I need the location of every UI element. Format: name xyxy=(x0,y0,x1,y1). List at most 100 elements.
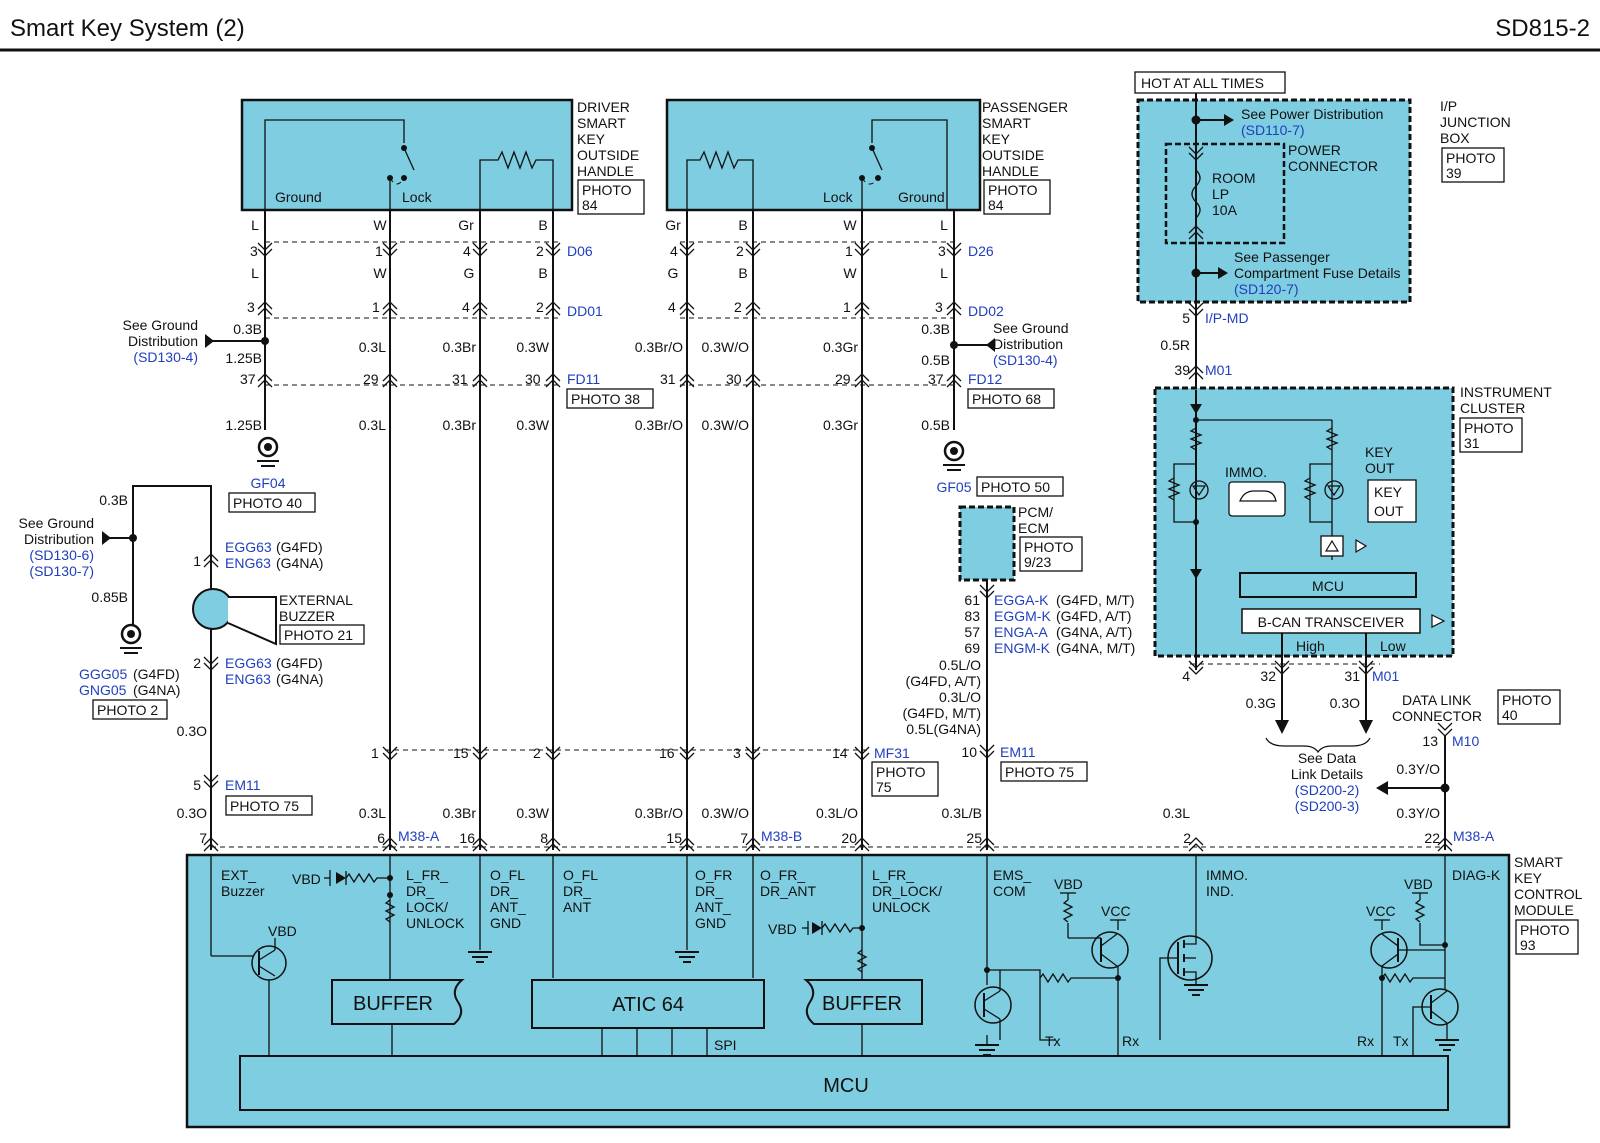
label-cluster-keyout_box-1: OUT xyxy=(1374,503,1404,519)
label-cluster-label-0: INSTRUMENT xyxy=(1460,384,1552,400)
label-passenger_handle-pins-0: Lock xyxy=(823,189,854,205)
label-bottom_pins-row1-3: 16 xyxy=(659,745,675,761)
label-pcm-pins-2: 57 xyxy=(964,624,980,640)
label-bottom_pins-module-3: 15 xyxy=(666,830,682,846)
pcm-ecm: PCM/ ECM PHOTO 9/23 61 83 57 69 EGGA-K(G… xyxy=(902,504,1135,850)
label-driver_wires-sizes2-3: 0.3W xyxy=(516,417,549,433)
label-connectors-photo75b: PHOTO 75 xyxy=(1005,764,1074,780)
label-cluster-photo-1: 31 xyxy=(1464,435,1480,451)
label-pcm-conns-0-c: EGGA-K xyxy=(994,592,1049,608)
label-cluster-w_high: 0.3G xyxy=(1246,695,1276,711)
label-bottom_pins-module-5: 20 xyxy=(841,830,857,846)
label-grounds-gf05: GF05 xyxy=(936,479,971,495)
label-connectors-photo75c-1: 75 xyxy=(876,779,892,795)
label-driver_wires-pins1-3: 2 xyxy=(536,243,544,259)
label-skm-ofl-2: ANT xyxy=(563,899,591,915)
label-passenger_handle-label-2: KEY xyxy=(982,131,1011,147)
label-cluster-high: High xyxy=(1296,638,1325,654)
label-driver_handle-label-1: SMART xyxy=(577,115,626,131)
label-skm-lfr-3: UNLOCK xyxy=(406,915,465,931)
label-skm-tx: Tx xyxy=(1045,1033,1061,1049)
label-driver_wires-pins1-1: 1 xyxy=(375,243,383,259)
label-connectors-m01b: M01 xyxy=(1372,668,1399,684)
label-grounds-ggg05: GGG05 xyxy=(79,666,127,682)
label-skm-ofl_gnd-2: ANT_ xyxy=(490,899,526,915)
label-junction-pin39: 39 xyxy=(1174,362,1190,378)
label-passenger_wires-pins2-3: 3 xyxy=(935,299,943,315)
label-passenger_wires-cols-3: L xyxy=(940,217,948,233)
label-passenger_handle-photo-1: 84 xyxy=(988,197,1004,213)
label-connectors-m38a1: M38-A xyxy=(398,828,440,844)
label-buzzer-conn1-0-n: (G4FD) xyxy=(276,539,323,555)
label-connectors-m10: M10 xyxy=(1452,733,1479,749)
label-pcm-label-1: ECM xyxy=(1018,520,1049,536)
label-junction-see_power: See Power Distribution xyxy=(1241,106,1383,122)
label-buzzer-pin7: 7 xyxy=(199,830,207,846)
label-passenger_wires-pins2-1: 2 xyxy=(734,299,742,315)
label-connectors-photo68: PHOTO 68 xyxy=(972,391,1041,407)
label-driver_wires-cols-0: L xyxy=(251,217,259,233)
label-bottom_pins-module-2: 8 xyxy=(540,830,548,846)
label-bottom_pins-sizes-7: 0.3L xyxy=(1163,805,1190,821)
label-buzzer-pin1: 1 xyxy=(193,553,201,569)
label-connectors-ipmd: I/P-MD xyxy=(1205,310,1249,326)
label-skm-ofr_gnd-0: O_FR xyxy=(695,867,732,883)
label-cluster-keyout-1: OUT xyxy=(1365,460,1395,476)
label-cluster-pin4: 4 xyxy=(1182,668,1190,684)
label-skm-vbd: VBD xyxy=(768,921,797,937)
label-buzzer-pin5: 5 xyxy=(193,777,201,793)
label-skm-ofr_gnd-3: GND xyxy=(695,915,726,931)
label-bottom_pins-module-6: 25 xyxy=(966,830,982,846)
label-driver_wires-pins3-2: 31 xyxy=(452,371,468,387)
label-dlc-photo-1: 40 xyxy=(1502,707,1518,723)
label-skm-vbd: VBD xyxy=(268,923,297,939)
label-passenger_wires-cols-2: W xyxy=(843,217,857,233)
label-bottom_pins-sizes-0: 0.3L xyxy=(359,805,386,821)
label-pcm-conns-1-c: EGGM-K xyxy=(994,608,1051,624)
driver-wires: L W Gr B 3 1 4 2 D06 L W G B 3 1 4 2 DD0… xyxy=(123,210,654,850)
label-driver_wires-gnd_sizes-0: 0.3B xyxy=(233,321,262,337)
label-junction-fuse-2: 10A xyxy=(1212,202,1238,218)
label-skm-ext_buzzer-0: EXT_ xyxy=(221,867,256,883)
label-passenger_wires-cols-1: B xyxy=(738,217,747,233)
label-junction-w1: 0.5R xyxy=(1160,337,1190,353)
label-connectors-photo75a: PHOTO 75 xyxy=(230,798,299,814)
label-driver_handle-label-3: OUTSIDE xyxy=(577,147,639,163)
label-driver_wires-pins1-2: 4 xyxy=(463,243,471,259)
label-bottom_pins-row1-6: 10 xyxy=(961,744,977,760)
driver-handle-module: Ground Lock DRIVER SMART KEY OUTSIDE HAN… xyxy=(240,98,645,215)
label-passenger_wires-gnd_sizes-1: 0.5B xyxy=(921,352,950,368)
label-passenger_wires-pins1-2: 1 xyxy=(845,243,853,259)
ip-junction-box: HOT AT ALL TIMES See Power Distribution … xyxy=(1134,71,1511,390)
label-passenger_wires-sizes2-2: 0.3Gr xyxy=(823,417,858,433)
label-pcm-photo-1: 9/23 xyxy=(1024,554,1051,570)
label-junction-pin5: 5 xyxy=(1182,310,1190,326)
label-passenger_wires-pins2-2: 1 xyxy=(843,299,851,315)
label-cluster-w_low: 0.3O xyxy=(1330,695,1360,711)
label-driver_wires-sizes-0: 0.3L xyxy=(359,339,386,355)
label-skm-lfr2-2: UNLOCK xyxy=(872,899,931,915)
label-dlc-w1: 0.3Y/O xyxy=(1396,761,1440,777)
label-ground_refs-right-ref: (SD130-4) xyxy=(993,352,1058,368)
label-junction-label-2: BOX xyxy=(1440,130,1470,146)
label-grounds-ggg05_note: (G4FD) xyxy=(133,666,180,682)
label-bottom_pins-module-4: 7 xyxy=(740,830,748,846)
label-dlc-refs-0: (SD200-2) xyxy=(1295,782,1360,798)
hot-at-all-times-label: HOT AT ALL TIMES xyxy=(1141,75,1264,91)
label-cluster-pin31: 31 xyxy=(1344,668,1360,684)
label-dlc-see-1: Link Details xyxy=(1291,766,1363,782)
label-driver_wires-cols-2: Gr xyxy=(458,217,474,233)
external-buzzer: 0.3B 0.85B See Ground Distribution (SD13… xyxy=(19,485,365,850)
label-passenger_wires-sizes-2: 0.3Gr xyxy=(823,339,858,355)
label-junction-see_pass-1: Compartment Fuse Details xyxy=(1234,265,1401,281)
label-dlc-refs-1: (SD200-3) xyxy=(1295,798,1360,814)
label-pcm-conns-2-n: (G4NA, A/T) xyxy=(1056,624,1132,640)
page-code: SD815-2 xyxy=(1495,15,1590,42)
label-connectors-fd12: FD12 xyxy=(968,371,1002,387)
label-skm-rx: Rx xyxy=(1357,1033,1374,1049)
label-grounds-photo50: PHOTO 50 xyxy=(981,479,1050,495)
label-junction-label-0: I/P xyxy=(1440,98,1457,114)
label-ground_refs-left-ref: (SD130-4) xyxy=(133,349,198,365)
label-driver_wires-gnd_sizes-1: 1.25B xyxy=(225,350,262,366)
